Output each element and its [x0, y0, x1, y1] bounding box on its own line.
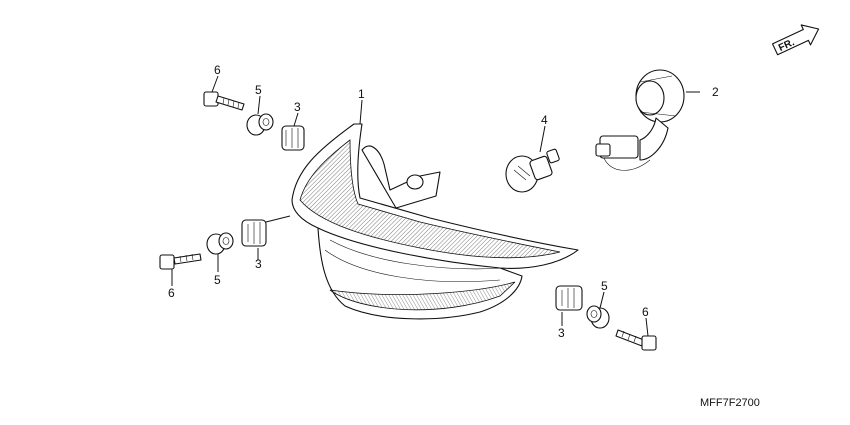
callout-labels: 1 2 3 3 3 4 5 5 5 6 6 6	[168, 63, 719, 340]
nut-lower-right	[555, 285, 583, 311]
front-direction-arrow: FR.	[771, 24, 820, 56]
callout-6-upper-left: 6	[214, 63, 221, 77]
bulb-socket	[595, 69, 685, 171]
callout-5-middle-left: 5	[214, 273, 221, 287]
callout-6-lower-right: 6	[642, 305, 649, 319]
bolt-middle-left	[159, 253, 202, 270]
callout-4: 4	[541, 113, 548, 127]
bulb	[505, 148, 560, 193]
collar-lower-right	[586, 305, 610, 329]
callout-5-lower-right: 5	[601, 279, 608, 293]
collar-middle-left	[206, 232, 234, 255]
callout-5-upper-left: 5	[255, 83, 262, 97]
callout-6-middle-left: 6	[168, 286, 175, 300]
diagram-code: MFF7F2700	[700, 397, 760, 409]
tail-light-assembly	[291, 123, 579, 320]
callout-2: 2	[712, 85, 719, 99]
callout-1: 1	[358, 87, 365, 101]
callout-3-middle-left: 3	[255, 257, 262, 271]
bolt-upper-left	[203, 91, 245, 111]
callout-3-upper-left: 3	[294, 100, 301, 114]
nut-middle-left	[241, 219, 267, 247]
leader-lines	[171, 75, 700, 337]
callout-3-lower-right: 3	[558, 326, 565, 340]
bolt-lower-right	[615, 329, 657, 351]
nut-upper-left	[281, 125, 305, 151]
collar-upper-left	[246, 113, 274, 136]
